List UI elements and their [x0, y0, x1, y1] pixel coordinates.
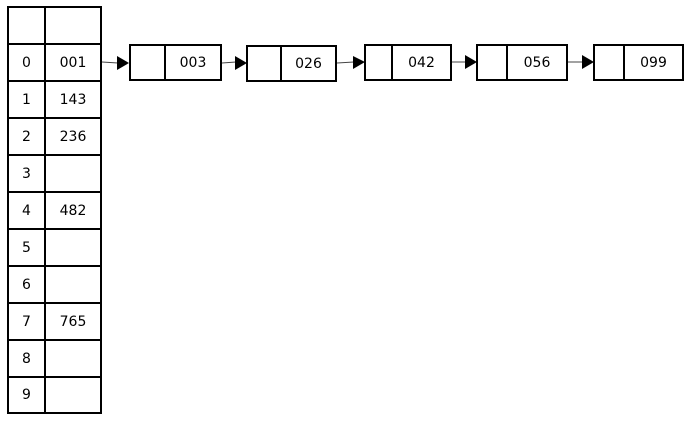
arrow-icon: [221, 56, 247, 70]
list-node: 099: [593, 44, 684, 81]
node-pointer-field: [248, 47, 282, 80]
node-pointer-field: [595, 46, 625, 79]
node-pointer-field: [131, 46, 166, 79]
bucket-value: [44, 376, 102, 414]
arrow-icon: [336, 56, 365, 69]
node-pointer-field: [366, 46, 393, 79]
list-node: 042: [364, 44, 452, 81]
arrow-icon: [101, 56, 129, 70]
node-value: 099: [640, 54, 667, 71]
node-value: 056: [523, 54, 551, 71]
node-value: 003: [179, 54, 207, 71]
arrow-icon: [452, 55, 477, 69]
list-node: 056: [476, 44, 568, 81]
list-node: 003: [129, 44, 222, 81]
node-value: 042: [408, 54, 435, 71]
node-pointer-field: [478, 46, 508, 79]
arrow-icon: [568, 55, 594, 69]
list-node: 026: [246, 45, 337, 82]
node-value: 026: [295, 55, 322, 72]
